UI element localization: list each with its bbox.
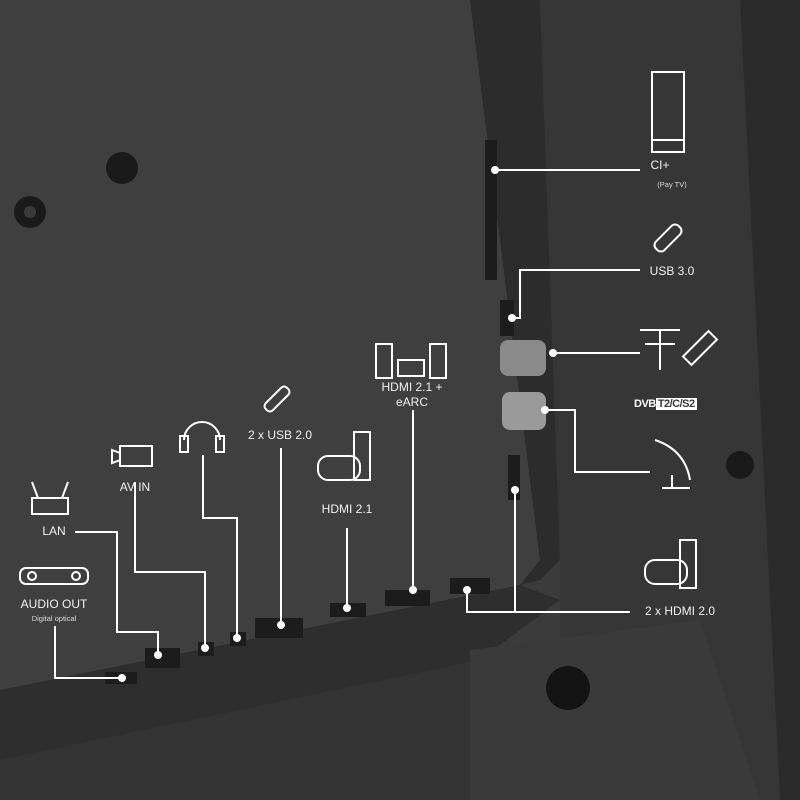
satellite-dish-icon: [654, 439, 691, 489]
usb2-label: 2 x USB 2.0: [247, 428, 313, 442]
usb3-label: USB 3.0: [649, 264, 695, 278]
audio-out-label: AUDIO OUT: [20, 597, 88, 611]
coax-plug-icon: [681, 329, 719, 367]
ci-sub-label: (Pay TV): [657, 180, 687, 189]
ci-label: CI+: [650, 158, 670, 172]
headphones-icon: [179, 421, 225, 453]
audio-out-sub-label: Digital optical: [31, 614, 77, 623]
usb-stick-icon: [653, 223, 683, 253]
ci-card-icon: [651, 71, 685, 153]
camcorder-icon: [111, 445, 153, 467]
hdmi21-earc-label-2: eARC: [395, 395, 429, 409]
usb-stick-icon-2: [263, 385, 291, 413]
antenna-icon: [640, 329, 680, 370]
audio-out-icon: [19, 567, 89, 585]
lan-label: LAN: [42, 524, 66, 538]
hdmi20-label: 2 x HDMI 2.0: [644, 604, 716, 618]
speakers-icon: [375, 343, 447, 379]
hdmi21-earc-label: HDMI 2.1 +: [381, 380, 443, 394]
router-icon: [31, 481, 69, 515]
hdmi21-label: HDMI 2.1: [321, 502, 373, 516]
game-console-icon-2: [317, 431, 371, 481]
game-console-icon: [644, 539, 697, 589]
av-in-label: AV IN: [119, 480, 151, 494]
